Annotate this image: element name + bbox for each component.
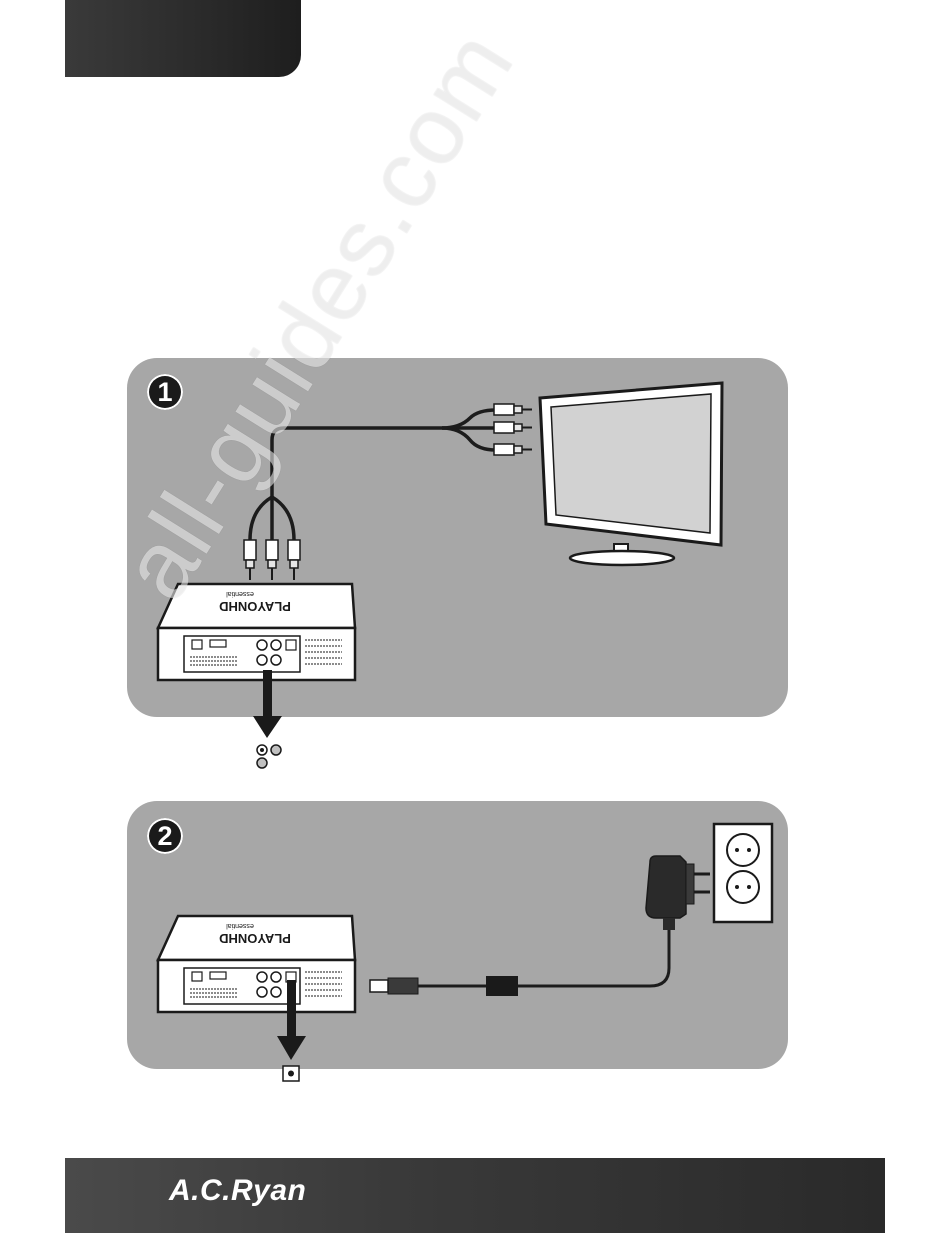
device-brand-2: PLAYONHD xyxy=(219,931,291,946)
tv-icon xyxy=(540,383,722,565)
footer-bar: A.C.Ryan xyxy=(65,1158,885,1233)
media-player-icon: PLAYONHD essential xyxy=(158,584,355,680)
player-side-plugs xyxy=(244,540,300,580)
power-adapter-icon xyxy=(646,856,710,930)
cable-ferrite xyxy=(486,976,518,996)
av-port-icon xyxy=(254,742,284,768)
media-player-icon-2: PLAYONHD essential xyxy=(158,916,355,1012)
device-subbrand-2: essential xyxy=(226,922,254,929)
power-cable xyxy=(416,930,669,986)
rca-cable-icon xyxy=(250,410,496,540)
dc-plug xyxy=(370,978,418,994)
wall-socket-icon xyxy=(714,824,772,922)
dc-jack-icon xyxy=(283,1066,299,1081)
device-brand: PLAYONHD xyxy=(219,599,291,614)
footer-brand-logo: A.C.Ryan xyxy=(169,1174,306,1208)
tv-side-plugs xyxy=(494,404,532,455)
device-subbrand: essential xyxy=(226,590,254,597)
